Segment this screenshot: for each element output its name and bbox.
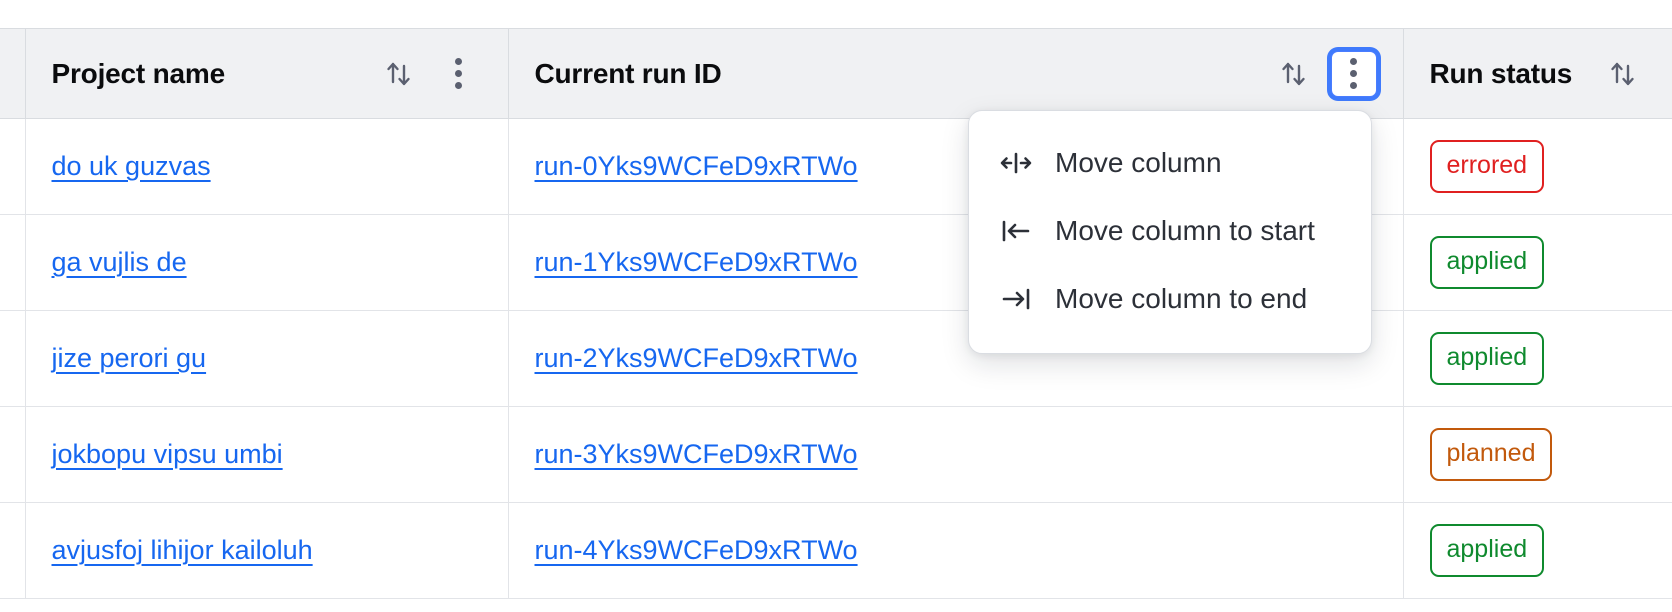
cell-run-status: applied: [1403, 214, 1672, 311]
current-run-id-link[interactable]: run-0Yks9WCFeD9xRTWo: [534, 151, 858, 181]
table-row: jokbopu vipsu umbi run-3Yks9WCFeD9xRTWo …: [0, 406, 1672, 503]
menu-item-move-column[interactable]: Move column: [969, 129, 1371, 197]
kebab-menu-icon-project-name[interactable]: [436, 51, 482, 97]
cell-current-run-id: run-4Yks9WCFeD9xRTWo: [508, 502, 1404, 599]
status-badge: applied: [1429, 332, 1545, 385]
project-name-link[interactable]: jize perori gu: [51, 343, 207, 373]
cell-project-name: ga vujlis de: [25, 214, 509, 311]
table-row: jize perori gu run-2Yks9WCFeD9xRTWo appl…: [0, 310, 1672, 407]
menu-item-label: Move column to start: [1055, 215, 1315, 246]
column-header-select: [0, 28, 26, 119]
status-badge: planned: [1429, 428, 1553, 481]
current-run-id-link[interactable]: run-1Yks9WCFeD9xRTWo: [534, 247, 858, 277]
cell-current-run-id: run-3Yks9WCFeD9xRTWo: [508, 406, 1404, 503]
projects-table: Project name: [0, 28, 1672, 599]
menu-item-label: Move column to end: [1055, 283, 1308, 314]
cell-run-status: applied: [1403, 502, 1672, 599]
cell-project-name: do uk guzvas: [25, 118, 509, 215]
row-select-cell[interactable]: [0, 214, 26, 311]
current-run-id-link[interactable]: run-4Yks9WCFeD9xRTWo: [534, 535, 858, 565]
table-row: ga vujlis de run-1Yks9WCFeD9xRTWo applie…: [0, 214, 1672, 311]
kebab-menu-icon: [1350, 58, 1357, 89]
menu-item-label: Move column: [1055, 147, 1222, 178]
column-header-project-name[interactable]: Project name: [25, 28, 509, 119]
table-body: do uk guzvas run-0Yks9WCFeD9xRTWo errore…: [0, 118, 1672, 599]
current-run-id-link[interactable]: run-3Yks9WCFeD9xRTWo: [534, 439, 858, 469]
status-badge: applied: [1429, 236, 1545, 289]
column-header-current-run-id[interactable]: Current run ID: [508, 28, 1404, 119]
row-select-cell[interactable]: [0, 406, 26, 503]
column-context-menu: Move column Move column to start Move co…: [968, 110, 1372, 354]
move-column-to-start-icon: [999, 214, 1033, 248]
menu-item-move-column-to-start[interactable]: Move column to start: [969, 197, 1371, 265]
column-header-run-status[interactable]: Run status: [1403, 28, 1672, 119]
sort-updown-icon-run-status[interactable]: [1600, 51, 1646, 97]
cell-project-name: jokbopu vipsu umbi: [25, 406, 509, 503]
column-header-label-run-status: Run status: [1429, 57, 1573, 89]
sort-updown-icon-project-name[interactable]: [376, 51, 422, 97]
row-select-cell[interactable]: [0, 502, 26, 599]
project-name-link[interactable]: avjusfoj lihijor kailoluh: [51, 535, 313, 565]
cell-run-status: planned: [1403, 406, 1672, 503]
menu-item-move-column-to-end[interactable]: Move column to end: [969, 265, 1371, 333]
table-header: Project name: [0, 28, 1672, 119]
status-badge: errored: [1429, 140, 1545, 193]
move-column-icon: [999, 146, 1033, 180]
table-row: do uk guzvas run-0Yks9WCFeD9xRTWo errore…: [0, 118, 1672, 215]
column-header-label-current-run-id: Current run ID: [534, 57, 722, 89]
row-select-cell[interactable]: [0, 118, 26, 215]
table-row: avjusfoj lihijor kailoluh run-4Yks9WCFeD…: [0, 502, 1672, 599]
column-header-label-project-name: Project name: [51, 57, 226, 89]
move-column-to-end-icon: [999, 282, 1033, 316]
kebab-menu-icon-current-run-id[interactable]: [1330, 50, 1377, 97]
status-badge: applied: [1429, 524, 1545, 577]
table-header-row: Project name: [0, 28, 1672, 119]
current-run-id-link[interactable]: run-2Yks9WCFeD9xRTWo: [534, 343, 858, 373]
row-select-cell[interactable]: [0, 310, 26, 407]
cell-project-name: jize perori gu: [25, 310, 509, 407]
cell-run-status: applied: [1403, 310, 1672, 407]
cell-project-name: avjusfoj lihijor kailoluh: [25, 502, 509, 599]
project-name-link[interactable]: jokbopu vipsu umbi: [51, 439, 283, 469]
project-name-link[interactable]: do uk guzvas: [51, 151, 211, 181]
sort-updown-icon-current-run-id[interactable]: [1271, 51, 1317, 97]
cell-run-status: errored: [1403, 118, 1672, 215]
project-name-link[interactable]: ga vujlis de: [51, 247, 187, 277]
kebab-menu-icon: [455, 58, 462, 89]
